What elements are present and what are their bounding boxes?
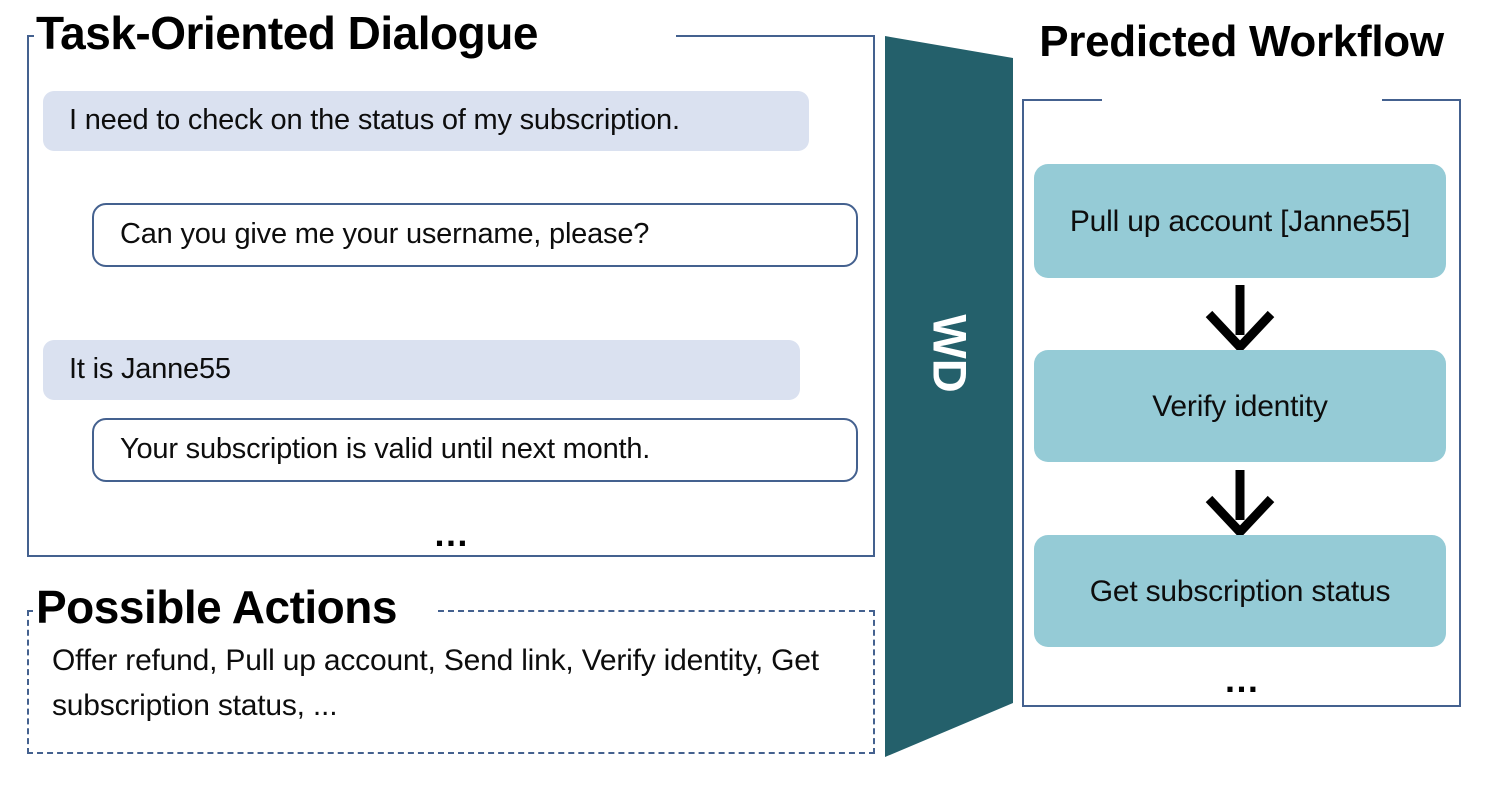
down-arrow-icon [1205,470,1275,536]
workflow-title-border-gap [1102,88,1382,112]
possible-actions-list: Offer refund, Pull up account, Send link… [52,644,819,722]
workflow-node: Pull up account [Janne55] [1034,164,1446,278]
wd-model-arrow-icon [885,36,1013,757]
dialogue-bubble-user: It is Janne55 [43,340,800,401]
possible-actions-title-border-gap [34,600,438,622]
dialogue-bubble-user: I need to check on the status of my subs… [43,91,809,152]
wd-model-label: WD [923,314,977,393]
dialogue-bubble-agent: Can you give me your username, please? [92,203,858,268]
down-arrow-icon [1205,285,1275,351]
possible-actions-panel [27,610,875,754]
workflow-continuation-ellipsis: … [1223,659,1260,700]
possible-actions-title: Possible Actions [36,581,397,633]
dialogue-title-border-gap [34,24,676,48]
workflow-node: Get subscription status [1034,535,1446,647]
workflow-node: Verify identity [1034,350,1446,462]
predicted-workflow-title: Predicted Workflow [1039,17,1444,66]
dialogue-bubble-agent: Your subscription is valid until next mo… [92,418,858,483]
dialogue-continuation-ellipsis: … [433,513,469,554]
dialogue-panel-title: Task-Oriented Dialogue [36,7,538,59]
